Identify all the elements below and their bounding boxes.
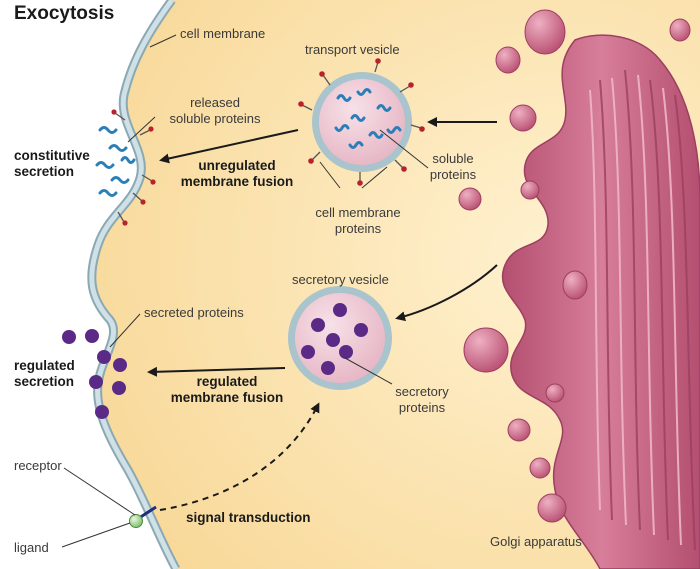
leader-lines [61,34,429,548]
label-regulated-membrane-fusion: regulated membrane fusion [170,374,284,405]
label-secretory-vesicle: secretory vesicle [292,272,389,287]
label-secretory-proteins: secretory proteins [395,384,449,415]
label-receptor: receptor [14,458,62,473]
label-ligand: ligand [14,540,49,555]
arrows [147,117,498,511]
label-unregulated-membrane-fusion: unregulated membrane fusion [180,158,294,189]
label-transport-vesicle: transport vesicle [305,42,400,57]
label-constitutive-secretion: constitutive secretion [14,148,90,179]
diagram-title: Exocytosis [14,3,115,24]
transport-vesicle [298,58,425,186]
membrane-protein-group [111,109,156,226]
released-soluble-proteins [95,126,136,197]
label-soluble-proteins: soluble proteins [429,151,477,182]
ligand [129,514,143,528]
label-secreted-proteins: secreted proteins [144,305,244,320]
label-signal-transduction: signal transduction [186,510,311,525]
secreted-proteins [62,329,127,419]
golgi-apparatus [458,9,700,569]
secretory-vesicle [288,286,392,390]
label-cell-membrane-proteins: cell membrane proteins [315,205,401,236]
label-released-soluble-proteins: released soluble proteins [169,95,261,126]
label-cell-membrane: cell membrane [180,26,266,41]
label-golgi-apparatus: Golgi apparatus [490,534,582,549]
label-regulated-secretion: regulated secretion [14,358,75,389]
